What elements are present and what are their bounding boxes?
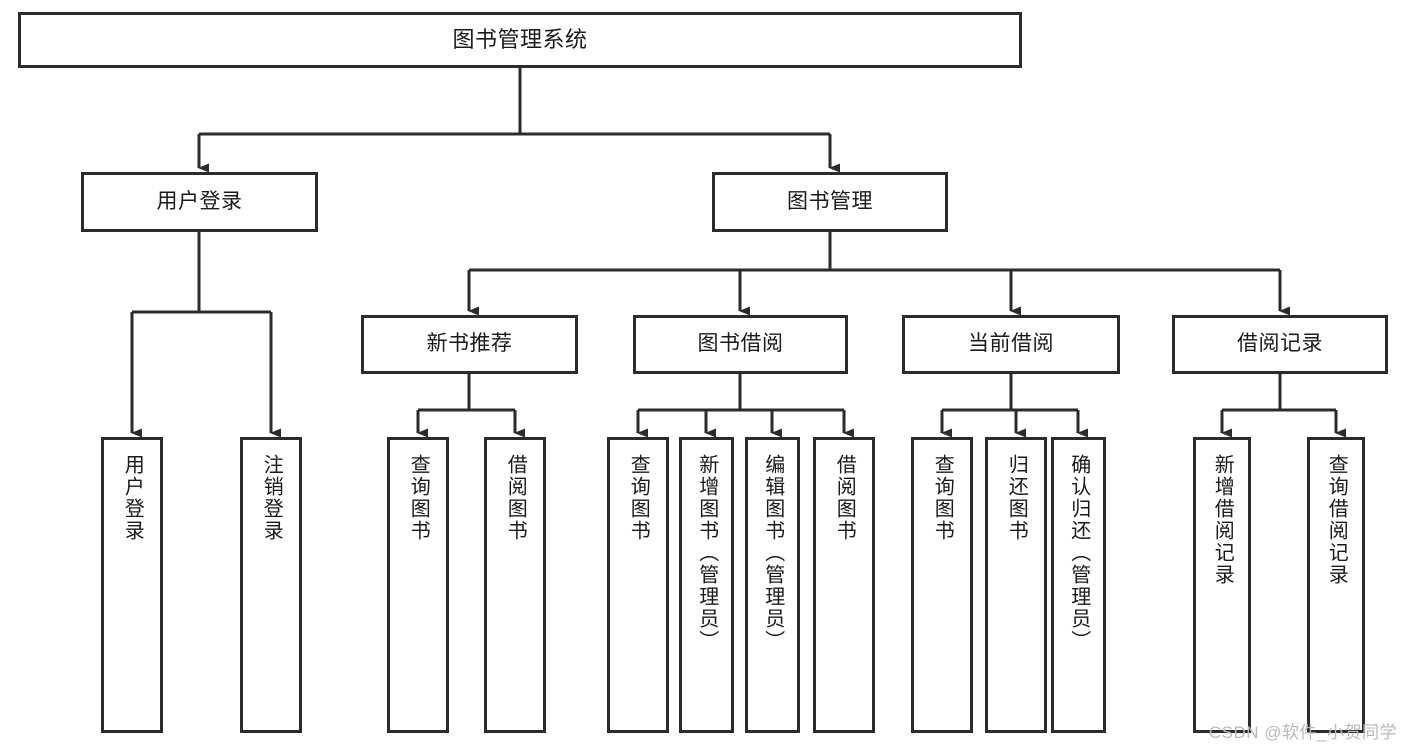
leaf-node-label: 新增图书（管理员） [695, 454, 718, 652]
leaf-node-label: 编辑图书（管理员） [761, 454, 784, 652]
leaf-node[interactable]: 查询图书 [607, 437, 669, 733]
node-borrow-record-label: 借阅记录 [1237, 332, 1323, 356]
leaf-node[interactable]: 查询图书 [911, 437, 973, 733]
node-new-book-recommend[interactable]: 新书推荐 [361, 315, 578, 374]
leaf-node-label: 查询图书 [627, 454, 650, 542]
leaf-node-label: 注销登录 [260, 454, 283, 542]
node-root-system-label: 图书管理系统 [452, 27, 588, 53]
leaf-node[interactable]: 查询图书 [387, 437, 449, 733]
node-new-book-recommend-label: 新书推荐 [426, 332, 513, 356]
watermark: CSDN @软件_小贺同学 [1208, 723, 1397, 742]
node-book-borrow[interactable]: 图书借阅 [633, 315, 848, 374]
leaf-node-label: 借阅图书 [504, 454, 527, 542]
leaf-node[interactable]: 新增借阅记录 [1193, 437, 1251, 733]
leaf-node-label: 查询借阅记录 [1325, 454, 1348, 586]
leaf-node[interactable]: 借阅图书 [484, 437, 546, 733]
leaf-node-label: 新增借阅记录 [1211, 454, 1234, 586]
node-book-management-label: 图书管理 [787, 189, 873, 213]
leaf-node[interactable]: 用户登录 [101, 437, 163, 733]
leaf-node-label: 借阅图书 [833, 454, 856, 542]
leaf-node[interactable]: 查询借阅记录 [1307, 437, 1365, 733]
node-book-management[interactable]: 图书管理 [712, 172, 948, 232]
leaf-node[interactable]: 注销登录 [240, 437, 302, 733]
node-current-borrow[interactable]: 当前借阅 [902, 315, 1120, 374]
leaf-node[interactable]: 确认归还（管理员） [1051, 437, 1106, 733]
node-current-borrow-label: 当前借阅 [968, 332, 1054, 356]
leaf-node[interactable]: 新增图书（管理员） [679, 437, 734, 733]
leaf-node-label: 归还图书 [1005, 454, 1028, 542]
node-book-borrow-label: 图书借阅 [697, 332, 784, 356]
node-root-system[interactable]: 图书管理系统 [18, 12, 1022, 68]
node-borrow-record[interactable]: 借阅记录 [1172, 315, 1388, 374]
leaf-node-label: 确认归还（管理员） [1067, 454, 1090, 652]
leaf-node-label: 用户登录 [121, 454, 144, 542]
node-user-login-label: 用户登录 [156, 189, 243, 213]
node-user-login[interactable]: 用户登录 [81, 172, 318, 232]
leaf-node[interactable]: 借阅图书 [813, 437, 875, 733]
leaf-node-label: 查询图书 [407, 454, 430, 542]
leaf-node[interactable]: 编辑图书（管理员） [745, 437, 800, 733]
leaf-node[interactable]: 归还图书 [985, 437, 1047, 733]
leaf-node-label: 查询图书 [931, 454, 954, 542]
